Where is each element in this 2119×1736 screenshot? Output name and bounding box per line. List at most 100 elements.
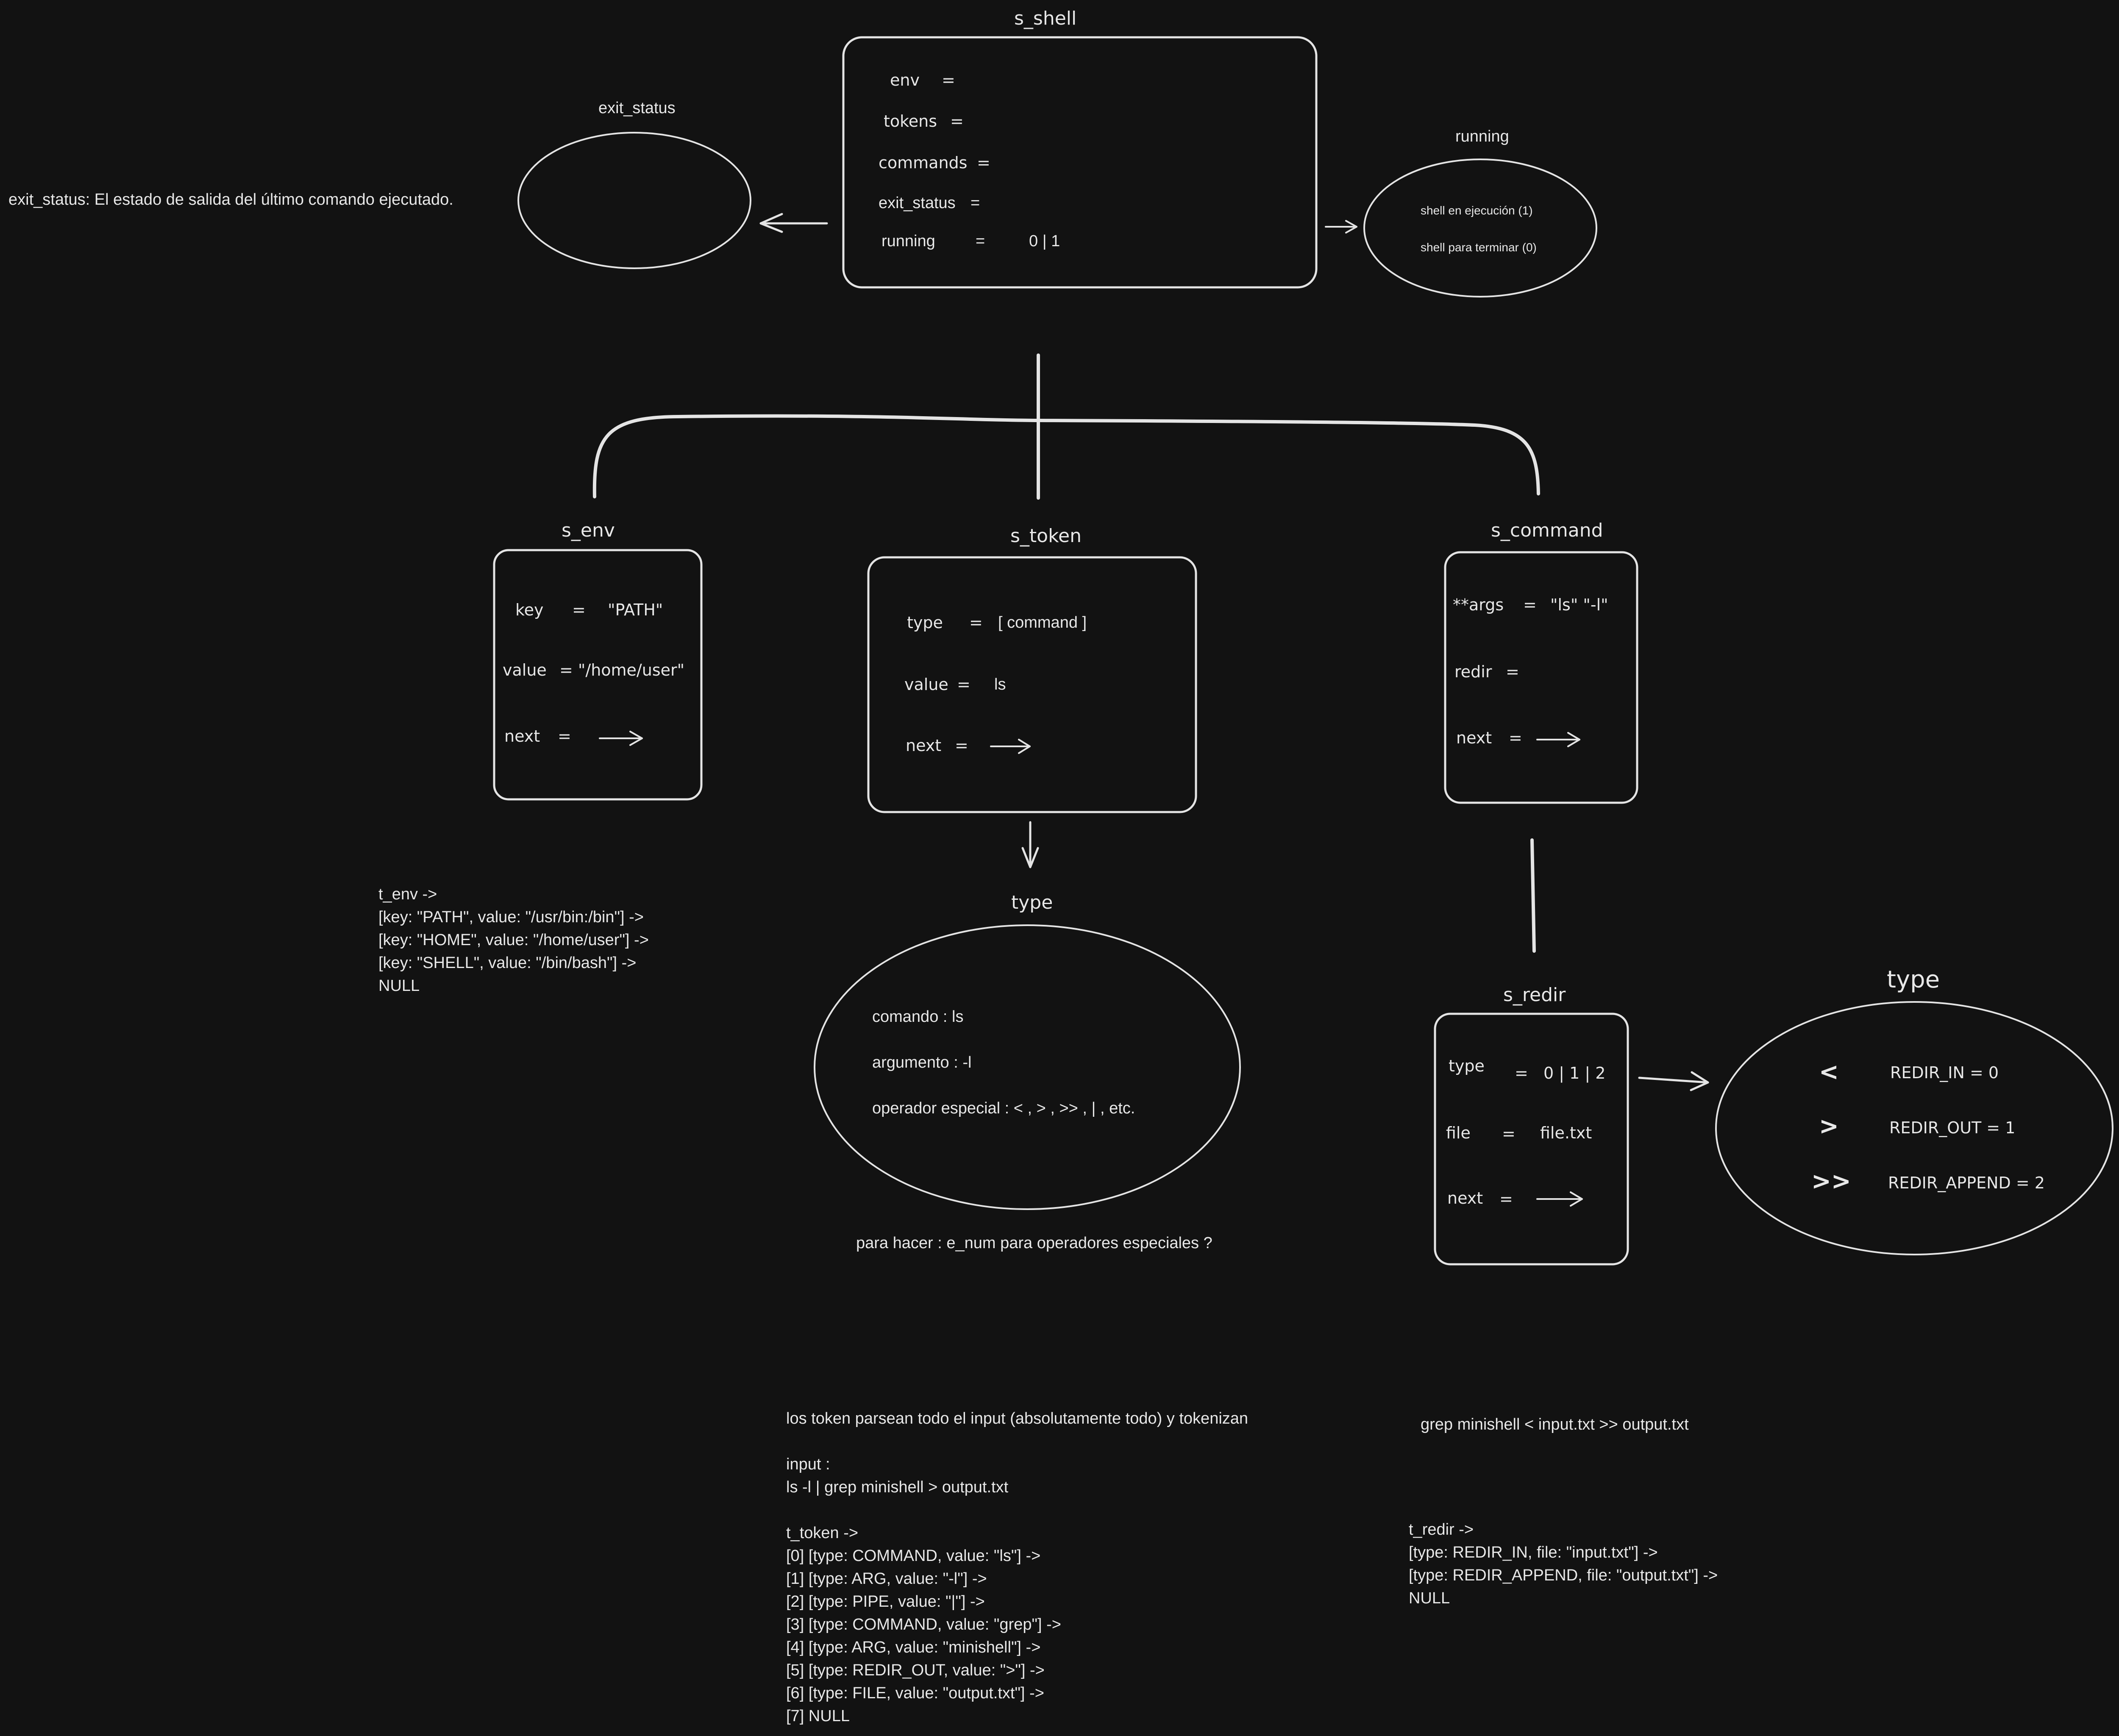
s-env-title: s_env xyxy=(562,520,615,541)
s-env-value-value: = "/home/user" xyxy=(559,661,685,679)
redir-type-ellipse xyxy=(1715,1001,2113,1255)
s-command-next-label: next xyxy=(1456,729,1492,747)
s-token-next-arrow xyxy=(990,739,1031,754)
s-redir-next-arrow xyxy=(1536,1191,1583,1207)
t-env-line: [key: "PATH", value: "/usr/bin:/bin"] -> xyxy=(378,908,644,926)
s-redir-type-eq: = xyxy=(1515,1064,1528,1082)
redir-out-glyph: > xyxy=(1819,1113,1839,1140)
tokens-note-line: ls -l | grep minishell > output.txt xyxy=(786,1478,1009,1496)
s-command-next-eq: = xyxy=(1509,729,1522,747)
s-redir-type-label: type xyxy=(1449,1057,1485,1075)
tokens-note-line: [5] [type: REDIR_OUT, value: ">"] -> xyxy=(786,1661,1045,1679)
redir-in-label: REDIR_IN = 0 xyxy=(1890,1063,1999,1082)
arrow-to-exit-status xyxy=(759,213,828,233)
s-token-value-label: value xyxy=(904,675,948,694)
tokens-note-line: input : xyxy=(786,1455,830,1473)
s-shell-running-eq: = xyxy=(976,232,985,250)
s-shell-commands-label: commands xyxy=(879,153,968,172)
tokens-note-line: [1] [type: ARG, value: "-l"] -> xyxy=(786,1570,987,1588)
s-shell-exit-status-eq: = xyxy=(971,194,980,212)
tokens-note-line: t_token -> xyxy=(786,1524,859,1542)
s-token-type-value: [ command ] xyxy=(998,614,1087,632)
s-token-value-value: ls xyxy=(994,676,1006,693)
s-env-value-label: value xyxy=(503,661,547,679)
t-redir-line: t_redir -> xyxy=(1409,1521,1474,1538)
t-env-line: t_env -> xyxy=(378,885,437,903)
s-shell-exit-status-label: exit_status xyxy=(879,194,956,212)
s-token-next-label: next xyxy=(906,736,942,755)
s-redir-next-label: next xyxy=(1447,1189,1483,1207)
t-env-line: NULL xyxy=(378,977,420,995)
arrow-to-running xyxy=(1325,220,1357,234)
token-type-argumento: argumento : -l xyxy=(872,1054,972,1071)
t-redir-line: [type: REDIR_APPEND, file: "output.txt"]… xyxy=(1409,1566,1718,1584)
s-token-box xyxy=(867,556,1197,813)
tokens-note-line: [4] [type: ARG, value: "minishell"] -> xyxy=(786,1639,1041,1656)
s-env-key-eq: = xyxy=(572,601,586,619)
s-command-next-arrow xyxy=(1536,732,1580,747)
s-shell-tokens-eq: = xyxy=(950,112,964,131)
s-redir-title: s_redir xyxy=(1503,984,1566,1006)
token-type-operador: operador especial : < , > , >> , | , etc… xyxy=(872,1099,1135,1117)
s-env-box xyxy=(493,549,703,801)
s-command-box xyxy=(1444,551,1638,804)
grep-example: grep minishell < input.txt >> output.txt xyxy=(1421,1416,1689,1433)
s-token-type-label: type xyxy=(907,613,943,632)
t-redir-line: [type: REDIR_IN, file: "input.txt"] -> xyxy=(1409,1544,1658,1561)
token-type-ellipse xyxy=(814,924,1241,1210)
tokens-note-line: [7] NULL xyxy=(786,1707,850,1725)
t-redir-list: t_redir -> [type: REDIR_IN, file: "input… xyxy=(1409,1518,1718,1610)
s-command-title: s_command xyxy=(1491,520,1603,541)
s-redir-file-eq: = xyxy=(1502,1124,1516,1143)
s-redir-box xyxy=(1434,1013,1629,1266)
s-command-args-eq: = xyxy=(1523,595,1537,614)
s-command-redir-eq: = xyxy=(1506,662,1519,681)
tokens-note-line: [2] [type: PIPE, value: "|"] -> xyxy=(786,1593,985,1611)
t-env-list: t_env -> [key: "PATH", value: "/usr/bin:… xyxy=(378,883,649,997)
running-ellipse xyxy=(1363,159,1597,298)
redir-append-glyph: >> xyxy=(1811,1168,1851,1195)
s-shell-env-eq: = xyxy=(942,71,955,89)
s-redir-next-eq: = xyxy=(1499,1190,1513,1208)
running-line-1: shell en ejecución (1) xyxy=(1421,204,1533,217)
s-redir-file-label: file xyxy=(1446,1124,1471,1142)
struct-brace xyxy=(592,353,1540,500)
s-command-args-label: **args xyxy=(1453,595,1504,614)
t-env-line: [key: "HOME", value: "/home/user"] -> xyxy=(378,931,649,949)
redir-out-label: REDIR_OUT = 1 xyxy=(1889,1118,2016,1137)
token-type-todo: para hacer : e_num para operadores espec… xyxy=(856,1234,1212,1252)
s-env-next-label: next xyxy=(504,727,540,746)
s-shell-running-label: running xyxy=(882,232,935,250)
tokens-note-line xyxy=(786,1430,1248,1453)
tokens-note-line: los token parsean todo el input (absolut… xyxy=(786,1410,1249,1427)
command-to-redir-line xyxy=(1530,838,1536,953)
s-command-redir-label: redir xyxy=(1454,662,1492,681)
redir-in-glyph: < xyxy=(1819,1058,1839,1086)
s-shell-title: s_shell xyxy=(1014,8,1077,29)
t-redir-line: NULL xyxy=(1409,1589,1450,1607)
token-type-title: type xyxy=(1011,892,1053,913)
tokens-note-line: [3] [type: COMMAND, value: "grep"] -> xyxy=(786,1616,1061,1633)
redir-type-title: type xyxy=(1887,966,1940,993)
s-env-next-arrow xyxy=(599,731,643,746)
redir-append-label: REDIR_APPEND = 2 xyxy=(1888,1174,2045,1192)
s-token-value-eq: = xyxy=(957,675,971,694)
s-shell-commands-eq: = xyxy=(977,153,990,172)
tokens-note: los token parsean todo el input (absolut… xyxy=(786,1407,1248,1728)
arrow-token-to-type xyxy=(1021,821,1039,868)
s-env-key-value: "PATH" xyxy=(608,601,663,619)
s-env-next-eq: = xyxy=(558,727,571,746)
s-redir-file-value: file.txt xyxy=(1540,1124,1592,1142)
s-shell-running-value: 0 | 1 xyxy=(1029,232,1060,250)
tokens-note-line xyxy=(786,1499,1248,1522)
s-shell-tokens-label: tokens xyxy=(884,112,937,131)
s-token-next-eq: = xyxy=(955,736,968,755)
s-command-args-value: "ls" "-l" xyxy=(1550,595,1608,614)
s-token-type-eq: = xyxy=(969,613,983,632)
t-env-line: [key: "SHELL", value: "/bin/bash"] -> xyxy=(378,954,637,972)
token-type-comando: comando : ls xyxy=(872,1008,964,1026)
s-token-title: s_token xyxy=(1010,525,1082,547)
running-title: running xyxy=(1455,128,1509,145)
